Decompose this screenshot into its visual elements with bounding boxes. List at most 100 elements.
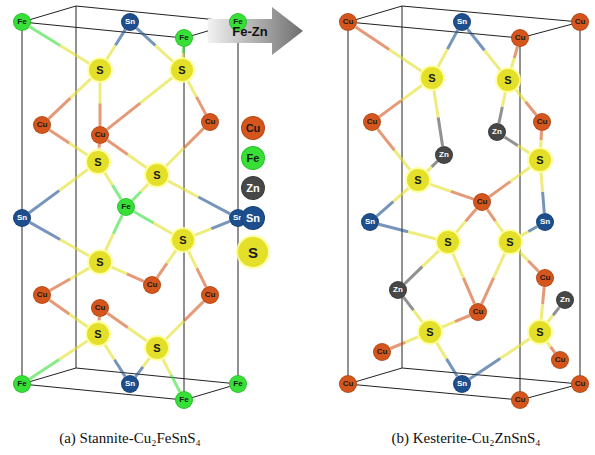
atom-symbol: Cu [37,121,48,129]
atom-symbol: Cu [205,291,216,299]
atom-symbol: Cu [515,396,526,404]
atom-symbol: S [506,237,513,248]
legend-swatch: S [238,237,268,267]
atom-symbol: Zn [492,128,502,136]
bond-half [60,46,91,65]
atom: Sn [536,213,554,231]
bond-half [30,27,60,46]
bond-half [115,360,126,377]
bond-half [540,131,543,140]
bond [437,30,458,68]
bond-half [499,107,502,123]
atom: Zn [389,281,407,299]
bond [379,85,423,117]
atom-symbol: Cu [343,380,354,388]
bond-half [447,359,458,376]
bond-half [135,367,143,377]
bond [379,224,438,239]
bond-half [165,148,184,167]
legend-swatch: Fe [241,146,265,170]
bond-half [70,267,90,279]
bond-half [404,297,414,310]
bond-half [98,144,101,148]
bond-half [162,358,171,375]
bond [499,91,506,123]
bond-half [110,266,127,274]
atom: S [529,321,551,343]
bond [455,209,476,234]
bond-half [547,315,553,323]
bond [541,171,544,213]
bond-half [198,197,230,214]
atom-symbol: Zn [439,151,449,159]
atom: S [421,67,443,89]
bond-half [553,307,559,315]
legend-text: Sn [246,213,260,224]
atom: Fe [175,29,193,47]
bond-half [470,359,501,379]
atom-symbol: S [179,235,186,246]
bond-half [432,161,438,167]
caption: (b) Kesterite-Cu₂ZnSnS₄ [391,430,540,447]
bond-half [394,150,411,171]
bond-half [463,278,474,304]
atom: S [89,59,111,81]
bond-half [107,140,127,154]
atom: Sn [361,213,379,231]
atom: Cu [91,126,109,144]
atom: Cu [469,303,487,321]
bond [162,358,180,392]
legend-text: Zn [246,183,259,194]
bond-half [514,47,517,58]
legend-swatch: Cu [241,116,265,140]
atom: Sn [453,13,471,31]
atom-symbol: Fe [179,34,188,42]
bond-half [60,240,90,257]
bond [489,167,531,197]
bond [182,47,184,59]
atom-symbol: Sn [457,18,467,26]
atom-symbol: Sn [17,214,27,222]
bond-half [137,28,156,45]
atom-symbol: S [504,75,511,86]
bond-half [184,301,203,320]
bond-half [500,338,531,359]
bond [518,250,539,272]
atom-symbol: Fe [17,18,26,26]
atom-symbol: Sn [125,380,135,388]
atom-symbol: Cu [537,118,548,126]
atom-symbol: S [153,170,160,181]
bond-half [528,227,537,232]
bond [188,250,206,287]
bond-half [448,30,458,49]
bond-half [69,143,89,156]
bond [49,300,89,328]
atom-symbol: S [153,343,160,354]
bond-half [49,98,71,119]
bond [165,301,204,340]
bond-half [107,313,127,327]
atom: Cu [511,29,529,47]
bond-half [518,146,531,155]
atom: S [499,231,521,253]
atom: Sn [121,375,139,393]
bond-half [356,27,390,49]
atom: Cu [143,276,161,294]
bond [107,313,148,342]
bond-half [428,184,451,192]
atom: S [146,337,168,359]
atom: S [497,69,519,91]
bond-half [401,85,423,101]
bond-half [422,250,440,267]
bond [546,341,554,353]
bond-half [70,78,92,99]
atom-symbol: Zn [560,296,570,304]
atom-symbol: Cu [95,131,106,139]
bond-half [543,287,545,304]
bond-half [466,209,477,221]
bond [135,357,150,377]
atom-symbol: Cu [37,291,48,299]
atom-symbol: Cu [377,348,388,356]
bond-half [541,304,543,321]
bond-half [107,103,140,129]
